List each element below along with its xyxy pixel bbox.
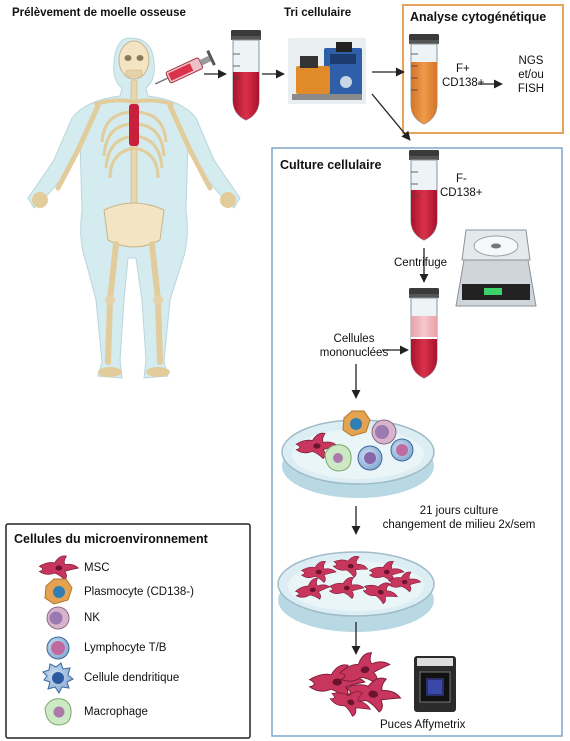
legend-label-lymphocyte: Lymphocyte T/B [84, 641, 166, 655]
petri-dish-mixed-cells-icon [282, 411, 434, 498]
positive-fraction-label: F+ CD138+ [442, 62, 485, 90]
ngs-fish-label: NGS et/ou FISH [506, 54, 556, 96]
bone-marrow-sampling-title: Prélèvement de moelle osseuse [12, 6, 262, 20]
affymetrix-chip-label: Puces Affymetrix [380, 718, 465, 732]
legend-label-msc: MSC [84, 561, 110, 575]
centrifuge-label: Centrifuge [394, 256, 447, 270]
nk-cell-icon [47, 607, 69, 629]
legend-label-dendritic: Cellule dendritique [84, 671, 179, 685]
centrifuged-tube-icon [409, 288, 439, 378]
centrifuge-icon [456, 230, 536, 306]
bone-marrow-tube-icon [231, 30, 261, 120]
legend-title: Cellules du microenvironnement [14, 532, 248, 546]
culture-duration-label: 21 jours culture changement de milieu 2x… [364, 504, 554, 532]
msc-cluster-icon [310, 649, 403, 721]
negative-fraction-tube-icon [409, 150, 439, 240]
legend-label-plasmocyte: Plasmocyte (CD138-) [84, 585, 194, 599]
mononuclear-cells-label: Cellules mononuclées [314, 332, 394, 360]
legend-label-macrophage: Macrophage [84, 705, 148, 719]
cytogenetic-analysis-title: Analyse cytogénétique [410, 10, 562, 24]
cell-culture-title: Culture cellulaire [280, 158, 410, 172]
cell-sorter-icon [288, 38, 366, 104]
negative-fraction-label: F- CD138+ [440, 172, 483, 200]
plasmocyte-icon [45, 579, 72, 604]
syringe-icon [152, 50, 216, 91]
macrophage-icon [45, 699, 71, 725]
affymetrix-chip-icon [414, 656, 456, 712]
human-skeleton-illustration [28, 38, 240, 378]
petri-dish-msc-icon [278, 552, 434, 632]
lymphocyte-icon [47, 637, 69, 659]
legend-label-nk: NK [84, 611, 100, 625]
cell-sorting-title: Tri cellulaire [284, 6, 394, 20]
positive-fraction-tube-icon [409, 34, 439, 124]
